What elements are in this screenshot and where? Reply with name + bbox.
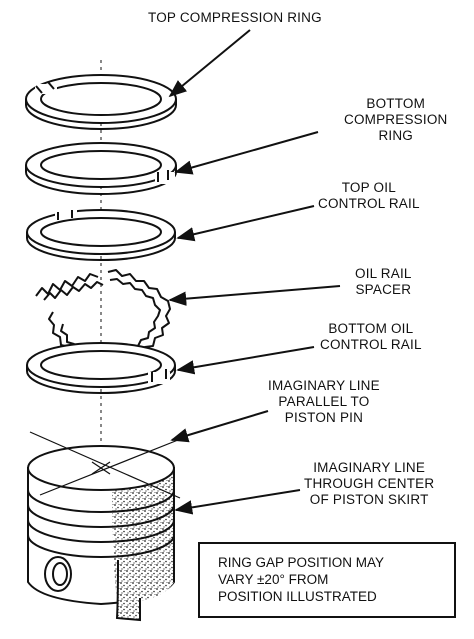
piston [27,445,175,622]
label-imaginary-line-parallel: IMAGINARY LINE PARALLEL TO PISTON PIN [268,378,380,425]
leader-arrows [168,29,341,515]
label-bottom-compression-ring: BOTTOM COMPRESSION RING [344,96,448,143]
label-imaginary-line-center: IMAGINARY LINE THROUGH CENTER OF PISTON … [304,460,435,507]
arrow-bottom-oil-control-rail [176,346,315,375]
top-oil-control-rail [26,206,176,261]
ring-gap-note: RING GAP POSITION MAY VARY ±20° FROM POS… [198,542,456,618]
arrow-imaginary-line-parallel [170,410,269,443]
label-bottom-oil-control-rail: BOTTOM OIL CONTROL RAIL [320,321,422,352]
arrow-top-compression-ring [168,29,251,98]
imaginary-lines [29,431,181,499]
label-top-compression-ring: TOP COMPRESSION RING [148,10,322,25]
label-top-oil-control-rail: TOP OIL CONTROL RAIL [318,180,420,211]
arrow-bottom-compression-ring [174,131,319,175]
bottom-compression-ring [25,142,177,195]
top-compression-ring [25,74,177,130]
arrow-top-oil-control-rail [176,205,315,242]
arrow-imaginary-line-center [174,489,301,515]
bottom-oil-control-rail [26,342,176,394]
label-oil-rail-spacer: OIL RAIL SPACER [355,266,412,297]
arrow-oil-rail-spacer [168,285,341,306]
